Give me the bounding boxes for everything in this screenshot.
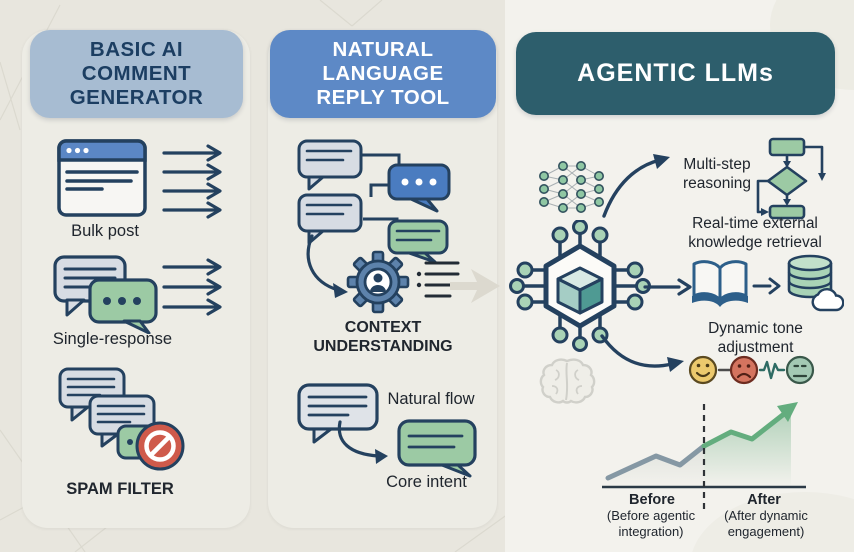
transition-arrow-icon xyxy=(450,269,500,303)
green-speech-bubble-icon xyxy=(397,419,477,478)
header-line: REPLY TOOL xyxy=(316,85,450,109)
database-cloud-icon xyxy=(787,254,844,312)
gear-person-icon xyxy=(346,250,410,314)
curved-arrow-icon xyxy=(306,234,348,298)
natural-flow-label: Natural flow xyxy=(387,390,475,408)
label-line: knowledge retrieval xyxy=(688,233,822,251)
label-line: reasoning xyxy=(682,174,752,192)
chat-thread-icon xyxy=(297,139,451,263)
before-after-chart xyxy=(602,402,806,510)
agentic-header: AGENTIC LLMs xyxy=(516,32,835,115)
spam-filter-label: SPAM FILTER xyxy=(66,480,174,498)
brain-icon xyxy=(539,358,596,404)
arrow-right-icon xyxy=(643,278,692,296)
header-line: GENERATOR xyxy=(69,85,204,109)
label-line: Real-time external xyxy=(692,215,818,232)
basic-ai-header: BASIC AI COMMENT GENERATOR xyxy=(30,30,243,118)
bulk-arrows-icon xyxy=(162,144,222,219)
label-line: adjustment xyxy=(717,338,794,356)
after-label: After xyxy=(747,492,781,508)
knowledge-retrieval-label: Real-time external knowledge retrieval xyxy=(660,215,850,252)
speech-bubble-icon xyxy=(297,383,379,444)
spam-filter-icon xyxy=(58,367,185,471)
list-lines-icon xyxy=(416,261,460,298)
label-line: Multi-step xyxy=(683,156,751,173)
dynamic-tone-label: Dynamic tone adjustment xyxy=(678,320,833,357)
bulk-post-label: Bulk post xyxy=(71,222,139,240)
neural-network-icon xyxy=(539,161,604,213)
before-sublabel: (Before agentic integration) xyxy=(606,508,696,540)
header-line: LANGUAGE xyxy=(322,62,444,86)
label-line: UNDERSTANDING xyxy=(313,338,453,356)
emoji-tone-icons xyxy=(688,355,815,385)
header-line: COMMENT xyxy=(81,62,192,86)
open-book-icon xyxy=(692,260,748,307)
flowchart-icon xyxy=(756,137,826,220)
curved-arrow-icon xyxy=(337,420,388,464)
arrow-right-icon xyxy=(752,277,781,295)
label-line: CONTEXT xyxy=(344,319,422,336)
single-arrows-icon xyxy=(162,258,222,316)
single-response-label: Single-response xyxy=(52,330,173,348)
before-label: Before xyxy=(629,492,675,508)
chat-bubbles-icon xyxy=(53,255,158,334)
header-line: AGENTIC LLMs xyxy=(577,59,774,87)
core-intent-label: Core intent xyxy=(386,473,467,491)
context-understanding-label: CONTEXT UNDERSTANDING xyxy=(283,318,483,356)
browser-window-icon xyxy=(57,139,147,217)
nlp-header: NATURAL LANGUAGE REPLY TOOL xyxy=(270,30,496,118)
arrow-up-right-icon xyxy=(602,154,670,218)
arrow-down-right-icon xyxy=(600,334,684,372)
after-sublabel: (After dynamic engagement) xyxy=(724,508,808,540)
header-line: BASIC AI xyxy=(89,38,184,62)
header-line: NATURAL xyxy=(332,38,434,62)
hexagon-chip-icon xyxy=(509,220,651,352)
multi-step-label: Multi-step reasoning xyxy=(666,156,768,193)
label-line: Dynamic tone xyxy=(708,320,803,337)
